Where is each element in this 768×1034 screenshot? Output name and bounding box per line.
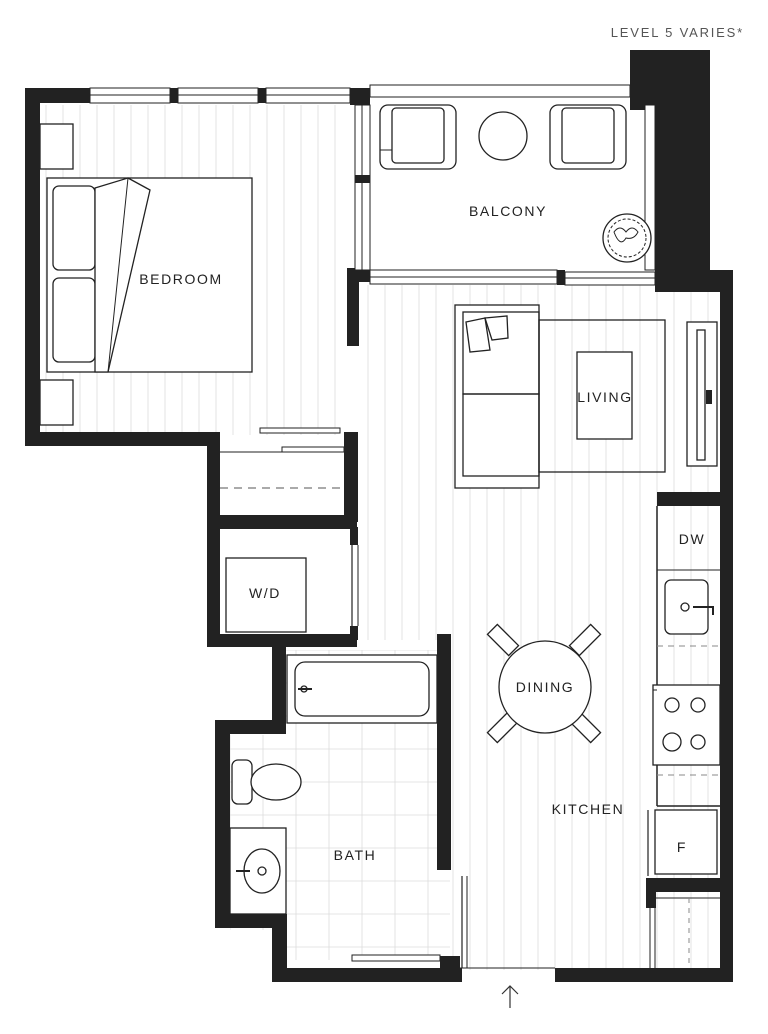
nightstand-bottom [39, 379, 74, 426]
nightstand-top [39, 123, 74, 170]
walls [25, 50, 733, 982]
balcony-chair-left [379, 104, 457, 170]
kitchen-counter [652, 506, 721, 807]
vanity [229, 827, 287, 915]
plant-icon [602, 213, 652, 263]
label-dw: DW [679, 531, 706, 547]
balcony-chair-right [549, 104, 627, 170]
fridge [654, 809, 718, 875]
label-bath: BATH [334, 847, 377, 863]
sofa [454, 304, 540, 489]
label-balcony: BALCONY [469, 203, 547, 219]
bath-door-slider [351, 954, 441, 962]
tv-console [686, 321, 718, 467]
dining-set [486, 623, 602, 744]
rug [538, 319, 666, 473]
label-wd: W/D [249, 585, 281, 601]
level-note: LEVEL 5 VARIES* [611, 25, 744, 40]
label-fridge: F [677, 839, 687, 855]
label-dining: DINING [516, 679, 575, 695]
toilet [231, 759, 302, 805]
bathtub [286, 654, 438, 724]
closet [220, 427, 345, 489]
bed [46, 177, 253, 373]
washer-dryer [225, 557, 307, 633]
label-bedroom: BEDROOM [139, 271, 223, 287]
pantry [649, 897, 720, 968]
label-living: LIVING [577, 389, 633, 405]
up-arrow-icon [501, 985, 519, 1008]
coffee-table [576, 351, 633, 440]
balcony-table [478, 111, 528, 161]
label-kitchen: KITCHEN [552, 801, 625, 817]
windows [89, 84, 656, 286]
